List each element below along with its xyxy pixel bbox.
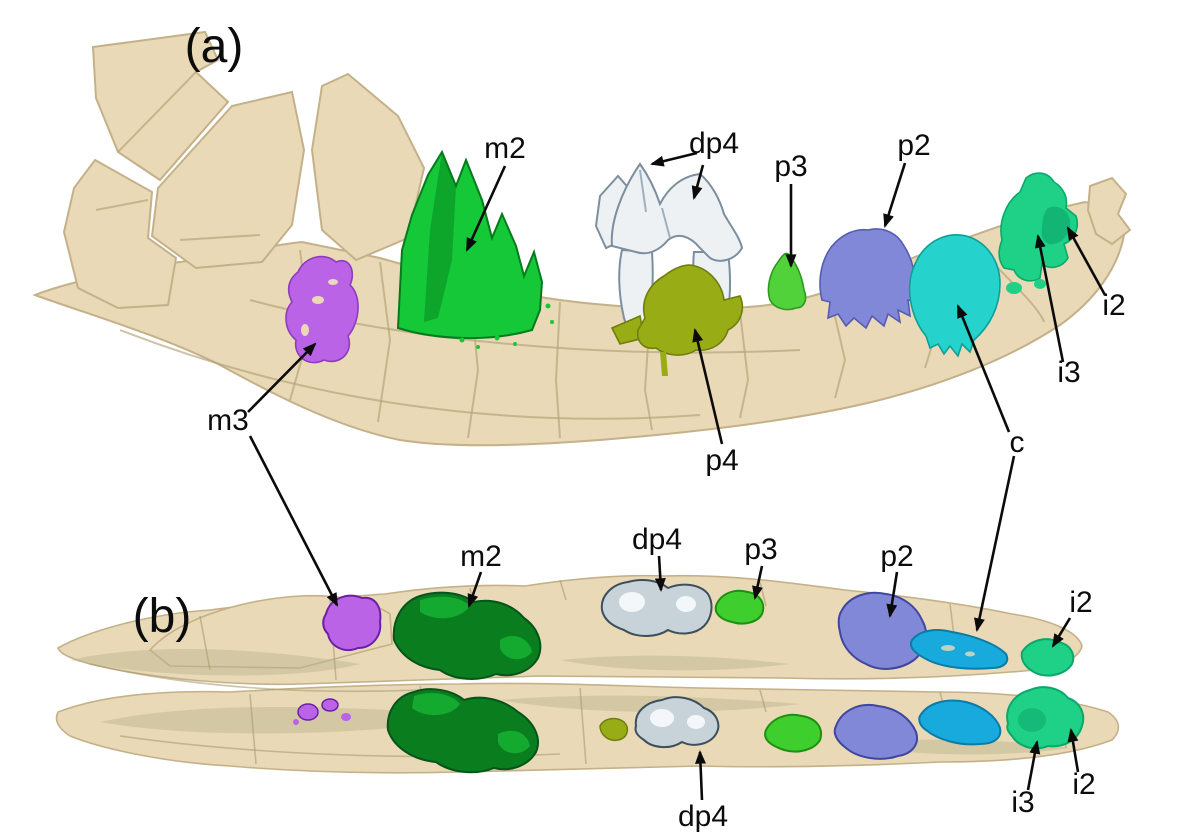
- tooth-p3-occlusal-upper: [714, 589, 765, 625]
- label-dp4-a: dp4: [689, 127, 739, 160]
- arrow-i2-b-lower: [1067, 727, 1080, 773]
- label-dp4-b-lower: dp4: [678, 800, 728, 833]
- annotation-labels: (a) (b) m2 dp4 p3 p2 i2 i3 c p4 m3 m2 dp…: [133, 20, 1126, 833]
- panel-a-letter: (a): [185, 20, 244, 73]
- arrow-c-down: [974, 455, 1016, 633]
- arrow-dp4-b-upper: [654, 555, 666, 593]
- tooth-dp4-occlusal-upper: [600, 579, 713, 637]
- label-m2-a: m2: [484, 132, 526, 165]
- panel-b-letter: (b): [133, 590, 192, 643]
- arrow-dp4-a-right: [691, 164, 705, 200]
- label-i3-b-lower: i3: [1011, 786, 1034, 819]
- arrow-dp4-a-left: [649, 151, 698, 167]
- arrow-m3-down: [248, 435, 339, 607]
- arrow-m2-b: [467, 571, 483, 608]
- tooth-dp4-occlusal-lower: [634, 696, 720, 748]
- panel-a-mandible-lateral: [32, 30, 1132, 447]
- arrow-p3-b: [752, 565, 764, 601]
- label-m2-b: m2: [460, 540, 502, 573]
- tooth-m2-occlusal-upper: [392, 591, 542, 680]
- tooth-p3-lateral: [767, 252, 807, 311]
- tooth-p4-occlusal-lower: [599, 717, 629, 742]
- label-p4-a: p4: [705, 444, 738, 477]
- arrow-dp4-b-lower: [694, 749, 706, 801]
- tooth-p3-occlusal-lower: [764, 713, 822, 753]
- arrow-p2-a: [883, 162, 907, 228]
- tooth-i2-occlusal-upper: [1020, 638, 1075, 677]
- tooth-m3-occlusal-upper: [322, 594, 382, 652]
- arrow-i3-a: [1034, 233, 1065, 363]
- label-p3-a: p3: [774, 150, 807, 183]
- label-p3-b: p3: [744, 533, 777, 566]
- tooth-m2-shading: [424, 152, 456, 322]
- label-c-a: c: [1010, 426, 1025, 459]
- arrow-p4-a: [692, 327, 724, 445]
- label-dp4-b-upper: dp4: [632, 523, 682, 556]
- tooth-p2-occlusal-lower: [833, 704, 918, 760]
- label-i3-a: i3: [1057, 356, 1080, 389]
- tooth-p4-lateral: [610, 264, 744, 376]
- tooth-canine-occlusal-lower: [918, 699, 1002, 746]
- annotation-arrows: [247, 151, 1107, 801]
- bone-fragments: [62, 30, 1132, 310]
- label-i2-a: i2: [1102, 289, 1125, 322]
- arrow-p2-b: [886, 571, 899, 619]
- arrow-i2-a: [1066, 226, 1107, 296]
- label-i2-b-lower: i2: [1072, 768, 1095, 801]
- tooth-m3-fragments-lower: [293, 698, 351, 725]
- label-m3-a: m3: [207, 404, 249, 437]
- label-p2-b: p2: [880, 540, 913, 573]
- tooth-incisors-lateral: [998, 172, 1079, 294]
- tooth-canine-occlusal-upper: [910, 629, 1009, 670]
- tooth-m3-bone-holes: [301, 279, 338, 336]
- arrow-m3-up: [247, 342, 317, 413]
- label-p2-a: p2: [897, 129, 930, 162]
- tooth-m3-lateral: [285, 255, 359, 364]
- tooth-canine-lateral: [908, 234, 1001, 358]
- label-i2-b-upper: i2: [1069, 586, 1092, 619]
- arrow-c-up: [956, 304, 1011, 433]
- tooth-m2-occlusal-lower: [386, 688, 539, 774]
- panel-b-mandible-occlusal: [55, 574, 1120, 774]
- arrow-i3-b-lower: [1026, 739, 1041, 791]
- arrow-i2-b-upper: [1051, 617, 1072, 648]
- tooth-incisors-occlusal-lower: [1006, 686, 1085, 750]
- tooth-p2-occlusal-upper: [837, 591, 928, 670]
- tooth-p2-lateral: [819, 228, 920, 330]
- arrow-m2-a: [465, 165, 507, 252]
- tooth-m2-speckles: [459, 303, 554, 349]
